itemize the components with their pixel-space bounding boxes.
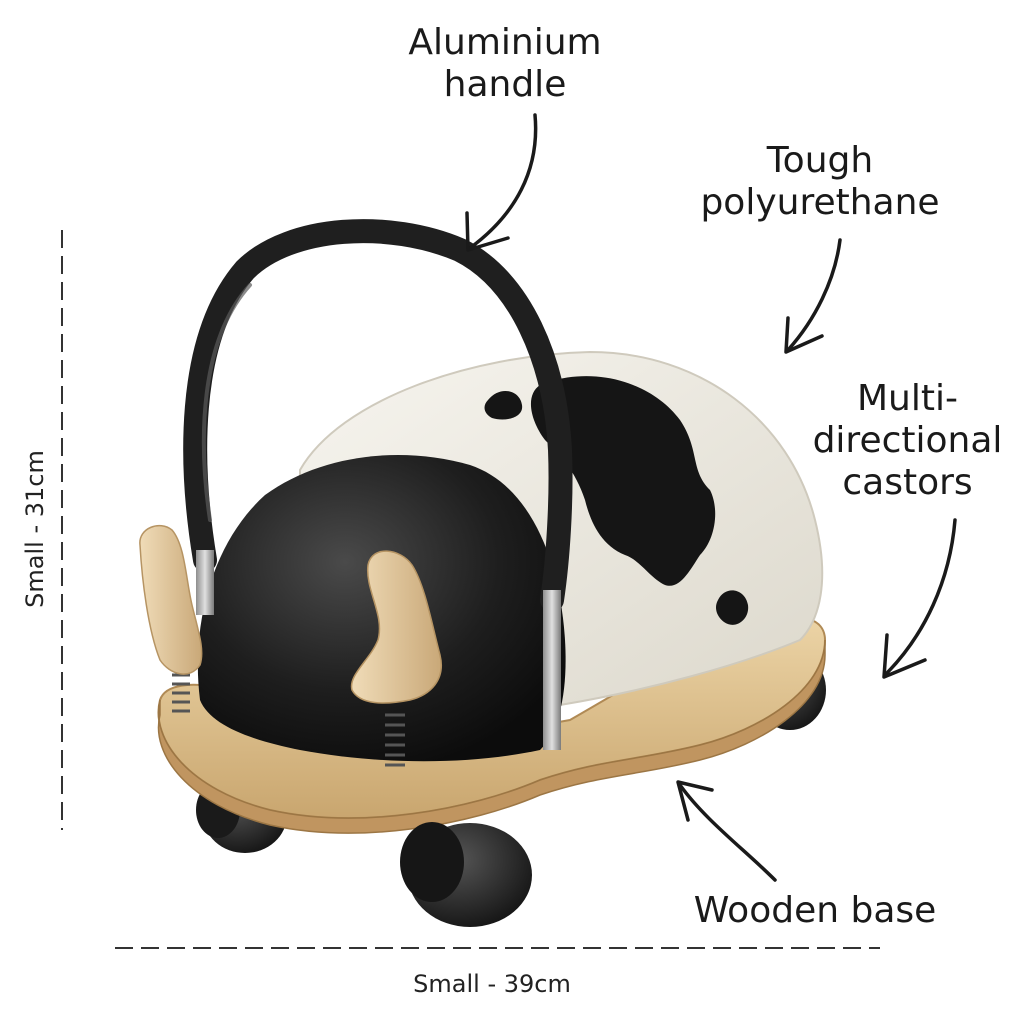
handle-post-left <box>196 550 214 615</box>
arrow-base <box>678 783 777 882</box>
callout-shell-line1: Tough <box>766 140 874 181</box>
width-dimension-label: Small - 39cm <box>413 970 571 998</box>
cow-spot-large <box>530 376 716 586</box>
callout-castors: Multi- directional castors <box>800 378 1015 504</box>
arrowhead-shell <box>784 316 824 354</box>
arrow-castors <box>883 518 957 677</box>
aluminium-handle <box>183 219 573 612</box>
cow-spot-small <box>484 390 523 420</box>
callout-shell-line2: polyurethane <box>700 182 940 223</box>
callout-handle: Aluminium handle <box>380 22 630 106</box>
handle-post-right <box>543 590 561 750</box>
arrowhead-castors <box>882 633 927 679</box>
horn-spring-right <box>385 713 405 767</box>
height-dimension-label: Small - 31cm <box>21 450 49 608</box>
horn-left <box>139 524 203 675</box>
horn-right <box>350 550 442 704</box>
front-castor <box>400 822 532 927</box>
arrow-handle <box>468 113 538 250</box>
callout-castors-line2: directional <box>812 420 1003 461</box>
callout-castors-line1: Multi- <box>857 378 958 419</box>
callout-castors-line3: castors <box>842 462 973 503</box>
horn-spring-left <box>172 673 190 713</box>
arrowhead-base <box>676 780 714 822</box>
callout-handle-line1: Aluminium <box>408 22 602 63</box>
arrowhead-handle <box>465 211 510 252</box>
callout-handle-line2: handle <box>443 64 567 105</box>
callout-base: Wooden base <box>693 890 937 931</box>
cow-spot-side <box>716 590 749 625</box>
callout-shell: Tough polyurethane <box>670 140 970 224</box>
arrow-shell <box>786 238 842 352</box>
